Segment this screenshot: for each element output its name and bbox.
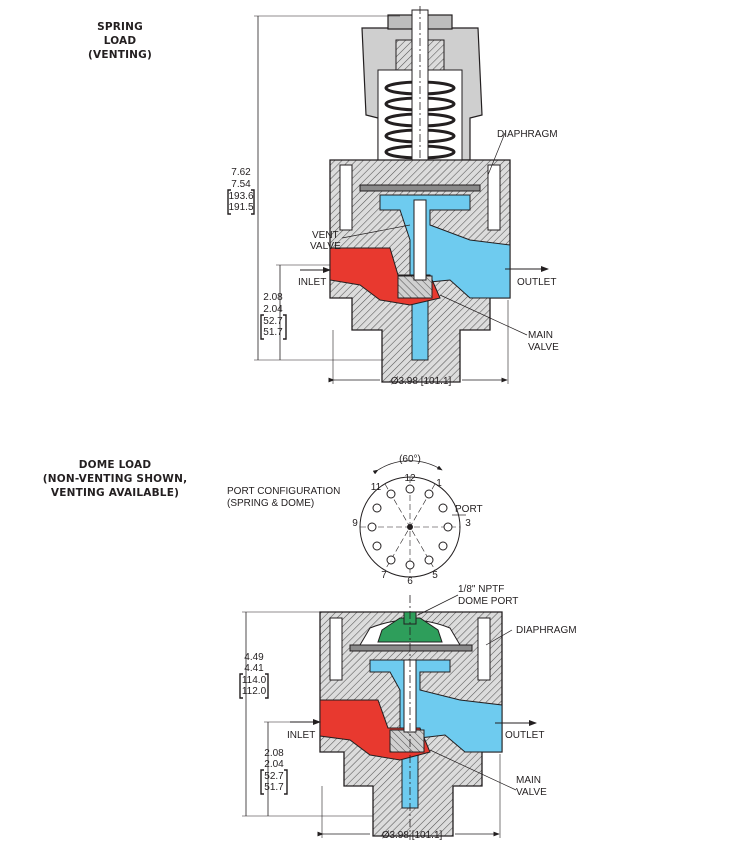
dome-diaphragm-label: DIAPHRAGM — [516, 625, 577, 636]
dome-port-height-min: 2.04 — [264, 759, 284, 770]
dome-main-valve-seat — [389, 729, 425, 753]
spring-main-valve-label-2: VALVE — [528, 342, 559, 353]
clock-1: 1 — [436, 478, 442, 489]
dome-main-valve-label-1: MAIN — [516, 775, 541, 786]
port-hole-5 — [424, 555, 434, 565]
port-hole-10 — [372, 503, 382, 513]
dome-height-max: 4.49 — [244, 652, 264, 663]
port-config-title-2: (SPRING & DOME) — [227, 498, 314, 509]
spring-height-min: 7.54 — [231, 179, 251, 190]
spring-width-dim: Ø3.98 [101.1] — [391, 376, 452, 387]
bolt-left — [339, 164, 353, 231]
port-hole-4 — [438, 541, 448, 551]
clock-7: 7 — [381, 570, 387, 581]
spring-height-mm-min: 191.5 — [228, 202, 253, 213]
dome-load-regulator — [242, 594, 537, 840]
spring-vent-label-1: VENT — [312, 230, 339, 241]
dome-height-mm-max: 114.0 — [242, 675, 267, 686]
center-port — [407, 524, 413, 530]
dome-height-min: 4.41 — [244, 663, 264, 674]
dome-nptf-label-2: DOME PORT — [458, 596, 518, 607]
port-hole-1 — [424, 489, 434, 499]
dome-load-title-line3: VENTING AVAILABLE) — [50, 487, 180, 499]
diaphragm — [359, 184, 481, 192]
port-config-title-1: PORT CONFIGURATION — [227, 486, 340, 497]
clock-5: 5 — [432, 570, 438, 581]
dome-inlet-label: INLET — [287, 730, 315, 741]
dome-load-title: DOME LOAD (NON-VENTING SHOWN, VENTING AV… — [40, 458, 190, 500]
spring-load-title-line1: SPRING LOAD — [97, 21, 143, 47]
clock-6: 6 — [407, 576, 413, 587]
port-hole-8 — [372, 541, 382, 551]
port-hole-9 — [367, 522, 377, 532]
port-hole-6 — [405, 560, 415, 570]
spring-outlet-label: OUTLET — [517, 277, 556, 288]
dome-bolt-right — [477, 617, 491, 681]
port-hole-2 — [438, 503, 448, 513]
spring-load-title-line2: (VENTING) — [88, 49, 152, 61]
spring-load-title: SPRING LOAD (VENTING) — [80, 20, 160, 62]
clock-9: 9 — [352, 518, 358, 529]
spring-port-height-mm-min: 51.7 — [263, 327, 283, 338]
clock-3: 3 — [465, 518, 471, 529]
dome-main-valve-label-2: VALVE — [516, 787, 547, 798]
dome-load-title-line1: DOME LOAD — [78, 459, 152, 471]
spring-diaphragm-label: DIAPHRAGM — [497, 129, 558, 140]
port-hole-12 — [405, 484, 415, 494]
port-angle-label: (60°) — [399, 454, 421, 465]
spring-port-height-min: 2.04 — [263, 304, 283, 315]
dome-port-height-mm-min: 51.7 — [264, 782, 284, 793]
dome-outlet-label: OUTLET — [505, 730, 544, 741]
dome-load-title-line2: (NON-VENTING SHOWN, — [42, 473, 188, 485]
port-hole-3 — [443, 522, 453, 532]
spring-height-max: 7.62 — [231, 167, 251, 178]
spring-vent-label-2: VALVE — [310, 241, 341, 252]
clock-12: 12 — [404, 473, 416, 484]
port-configuration-diagram — [359, 460, 466, 578]
port-hole-11 — [386, 489, 396, 499]
bolt-right — [487, 164, 501, 231]
port-hole-7 — [386, 555, 396, 565]
outlet-passage — [379, 194, 511, 301]
dome-port-height-mm-max: 52.7 — [264, 771, 284, 782]
dome-height-mm-min: 112.0 — [242, 686, 267, 697]
spring-port-height-mm-max: 52.7 — [263, 316, 283, 327]
clock-11: 11 — [371, 482, 382, 493]
port-label: PORT — [455, 504, 483, 515]
dome-nptf-label-1: 1/8" NPTF — [458, 584, 504, 595]
dome-port-height-max: 2.08 — [264, 748, 284, 759]
vent-valve-stem — [413, 199, 427, 281]
spring-inlet-label: INLET — [298, 277, 326, 288]
dome-diaphragm — [349, 644, 473, 652]
dome-bolt-left — [329, 617, 343, 681]
spring-port-height-max: 2.08 — [263, 292, 283, 303]
spring-load-regulator — [254, 6, 549, 384]
dome-width-dim: Ø3.98 [101.1] — [382, 830, 443, 841]
spring-main-valve-label-1: MAIN — [528, 330, 553, 341]
spring-height-mm-max: 193.6 — [228, 191, 253, 202]
